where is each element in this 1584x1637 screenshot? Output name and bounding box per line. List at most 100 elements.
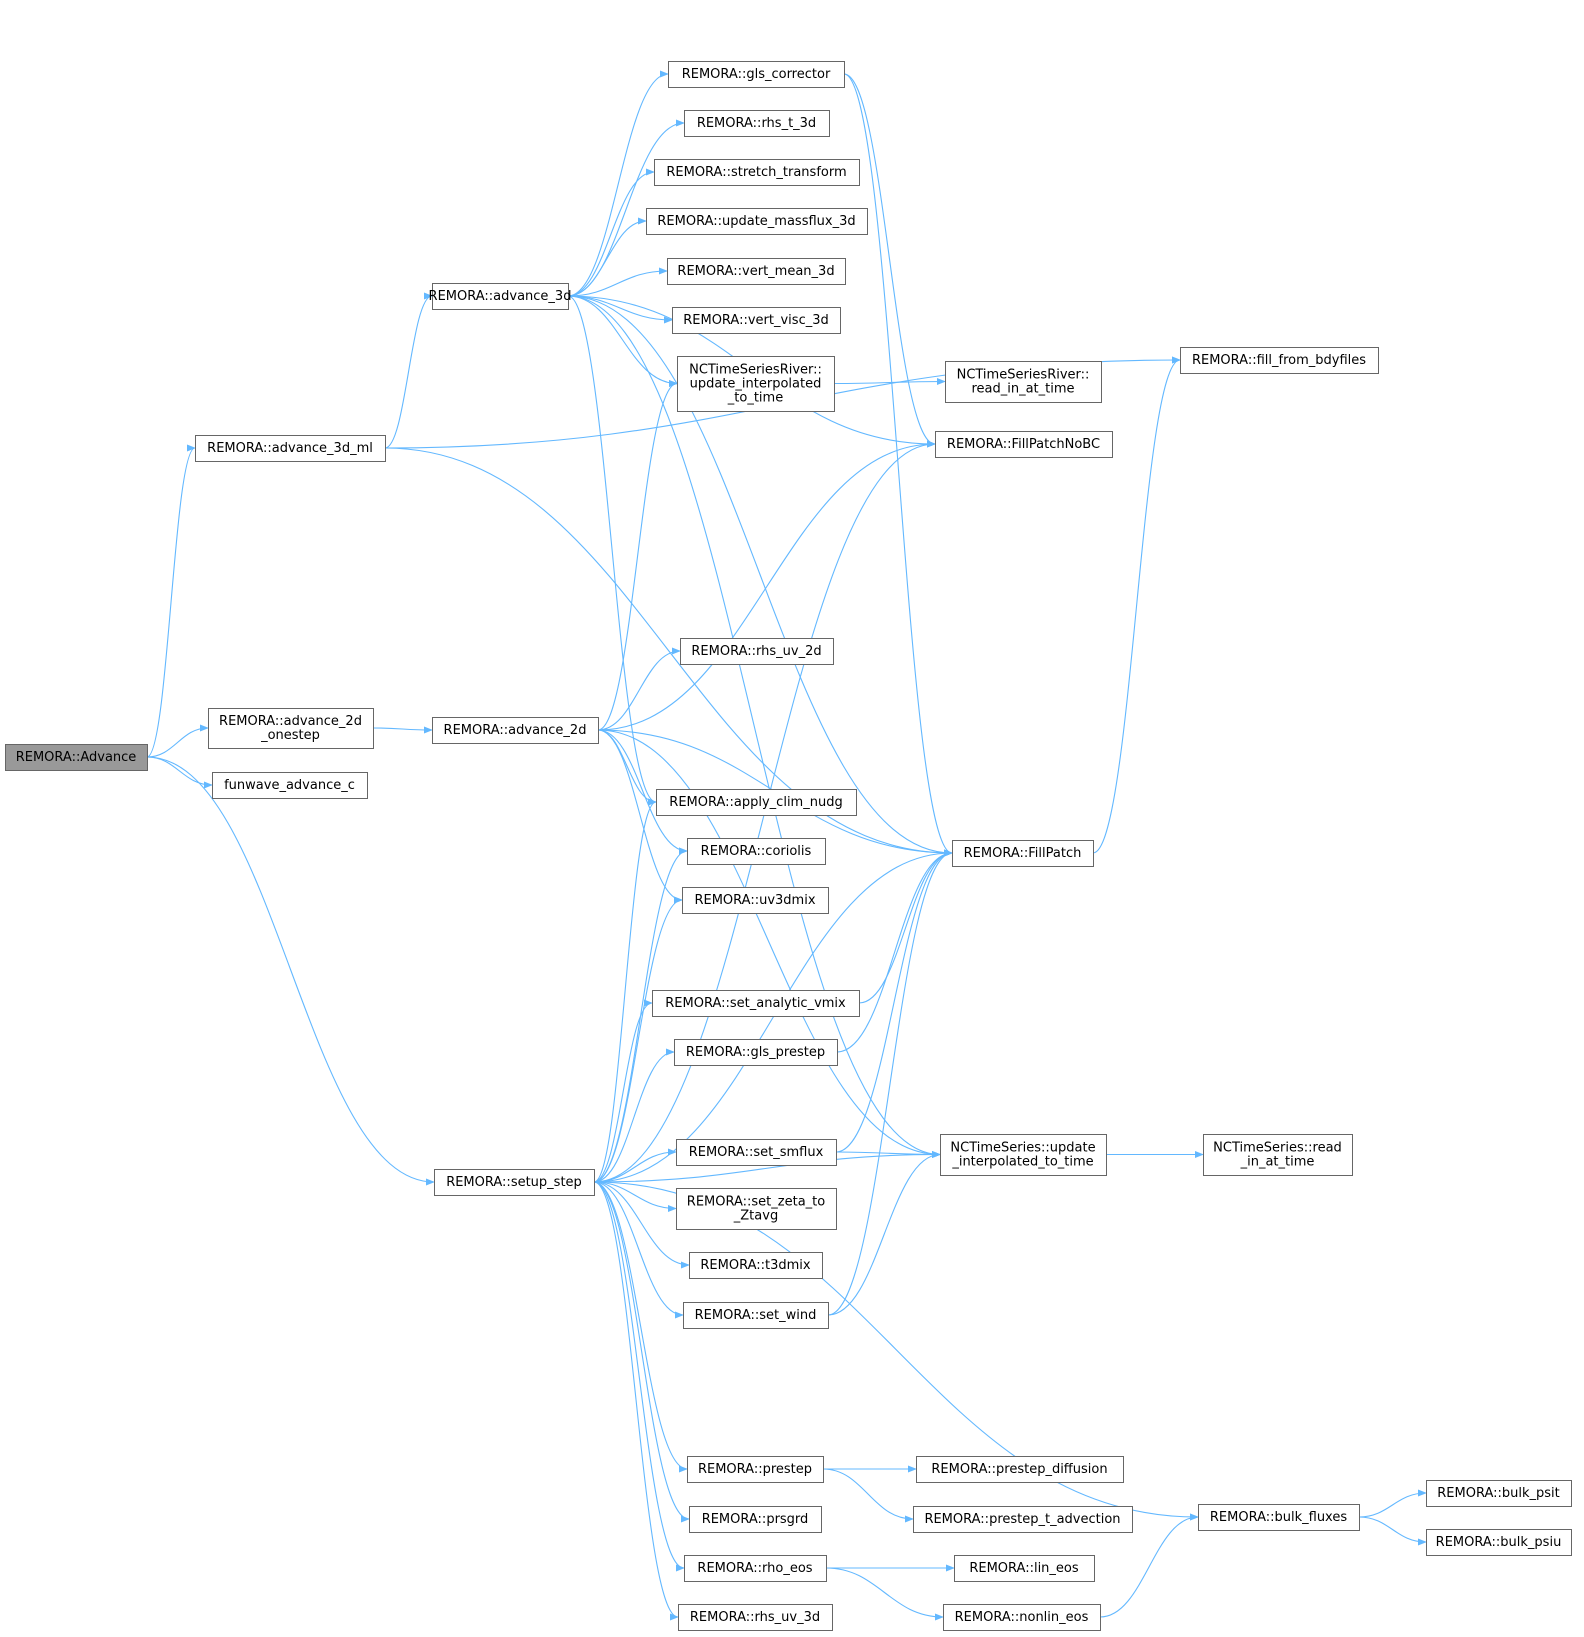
edge-advance_3d-to-gls_corrector [567, 70, 669, 297]
node-label: REMORA::bulk_psiu [1436, 1535, 1562, 1550]
node-coriolis[interactable]: REMORA::coriolis [687, 838, 826, 865]
node-box [1198, 1504, 1360, 1531]
node-bulk_psiu[interactable]: REMORA::bulk_psiu [1426, 1529, 1572, 1556]
edge-setup_step-to-t3dmix [593, 1181, 690, 1269]
edge-advance_3d_ml-to-fillpatch [384, 447, 953, 857]
node-gls_prestep[interactable]: REMORA::gls_prestep [674, 1039, 838, 1066]
node-label: REMORA::bulk_fluxes [1210, 1510, 1347, 1525]
node-setup_step[interactable]: REMORA::setup_step [434, 1169, 595, 1196]
node-box [654, 159, 860, 186]
node-box [676, 1188, 837, 1230]
edge-advance_2d-to-uv3dmix [597, 729, 683, 904]
node-ncriver_update[interactable]: NCTimeSeriesRiver::update_interpolated_t… [677, 356, 835, 412]
node-label: REMORA::rhs_uv_2d [691, 644, 821, 659]
node-advance_2d[interactable]: REMORA::advance_2d [432, 717, 599, 744]
edge-setup_step-to-fillpatch [593, 849, 953, 1183]
edge-nonlin_eos-to-bulk_fluxes [1099, 1513, 1199, 1618]
node-apply_clim_nudg[interactable]: REMORA::apply_clim_nudg [656, 789, 857, 816]
node-fill_from_bdyfiles[interactable]: REMORA::fill_from_bdyfiles [1180, 347, 1379, 374]
node-label: REMORA::stretch_transform [666, 165, 846, 180]
node-vert_visc_3d[interactable]: REMORA::vert_visc_3d [672, 307, 841, 334]
node-rhs_uv_2d[interactable]: REMORA::rhs_uv_2d [680, 638, 834, 665]
node-lin_eos[interactable]: REMORA::lin_eos [954, 1555, 1095, 1582]
edge-gls_corrector-to-fillpatch [843, 73, 953, 857]
node-box [646, 208, 868, 235]
node-box [678, 1604, 833, 1631]
node-label: _Ztavg [733, 1209, 778, 1224]
node-label: REMORA::set_smflux [689, 1145, 824, 1160]
node-t3dmix[interactable]: REMORA::t3dmix [689, 1252, 823, 1279]
edge-set_smflux-to-nc_update [835, 1150, 941, 1159]
node-label: REMORA::FillPatch [964, 846, 1082, 861]
node-label: _onestep [260, 728, 320, 743]
node-advance_2d_onestep[interactable]: REMORA::advance_2d_onestep [208, 708, 374, 749]
node-label: REMORA::rhs_uv_3d [690, 1610, 820, 1625]
node-label: REMORA::coriolis [701, 844, 812, 859]
node-nonlin_eos[interactable]: REMORA::nonlin_eos [943, 1604, 1101, 1631]
node-label: NCTimeSeries::read [1213, 1141, 1342, 1156]
node-ncriver_read[interactable]: NCTimeSeriesRiver::read_in_at_time [945, 361, 1102, 403]
node-box [212, 772, 368, 799]
node-label: REMORA::advance_3d_ml [207, 441, 373, 456]
edge-gls_corrector-to-fillpatchnobc [843, 73, 936, 448]
node-advance_3d_ml[interactable]: REMORA::advance_3d_ml [195, 435, 386, 462]
node-set_wind[interactable]: REMORA::set_wind [683, 1302, 829, 1329]
node-prsgrd[interactable]: REMORA::prsgrd [689, 1506, 822, 1533]
node-vert_mean_3d[interactable]: REMORA::vert_mean_3d [667, 258, 846, 285]
edge-advance_2d-to-fillpatchnobc [597, 440, 936, 731]
node-box [687, 838, 826, 865]
edge-advance_2d-to-nc_update [597, 729, 941, 1159]
edge-set_analytic_vmix-to-fillpatch [858, 849, 953, 1004]
node-label: REMORA::advance_3d [429, 289, 572, 304]
node-label: REMORA::set_wind [695, 1308, 817, 1323]
node-box [676, 1139, 837, 1166]
node-box [680, 638, 834, 665]
edge-prestep-to-prestep_t_advection [822, 1468, 914, 1523]
node-label: REMORA::vert_visc_3d [683, 313, 829, 328]
node-advance_3d[interactable]: REMORA::advance_3d [429, 283, 572, 310]
edge-ncriver_update-to-ncriver_read [833, 377, 946, 386]
node-update_massflux_3d[interactable]: REMORA::update_massflux_3d [646, 208, 868, 235]
node-label: funwave_advance_c [224, 778, 355, 793]
edge-setup_step-to-prestep [593, 1181, 688, 1473]
node-gls_corrector[interactable]: REMORA::gls_corrector [668, 61, 845, 88]
node-fillpatch[interactable]: REMORA::FillPatch [952, 840, 1094, 867]
edge-set_smflux-to-fillpatch [835, 849, 953, 1153]
node-box [689, 1506, 822, 1533]
edge-advance_2d_onestep-to-advance_2d [372, 726, 433, 734]
edge-advance-to-advance_3d_ml [146, 444, 196, 758]
node-prestep_t_advection[interactable]: REMORA::prestep_t_advection [913, 1506, 1133, 1533]
node-set_analytic_vmix[interactable]: REMORA::set_analytic_vmix [652, 990, 860, 1017]
edge-advance_3d-to-ncriver_update [567, 295, 678, 388]
node-bulk_fluxes[interactable]: REMORA::bulk_fluxes [1198, 1504, 1360, 1531]
node-advance[interactable]: REMORA::Advance [5, 744, 148, 771]
node-set_zeta_to_ztavg[interactable]: REMORA::set_zeta_to_Ztavg [676, 1188, 837, 1230]
edge-setup_step-to-set_wind [593, 1181, 684, 1319]
node-nc_update[interactable]: NCTimeSeries::update_interpolated_to_tim… [940, 1134, 1107, 1176]
edge-rho_eos-to-nonlin_eos [825, 1567, 944, 1621]
node-box [940, 1134, 1107, 1176]
node-funwave[interactable]: funwave_advance_c [212, 772, 368, 799]
edge-setup_step-to-prsgrd [593, 1181, 690, 1523]
node-rho_eos[interactable]: REMORA::rho_eos [684, 1555, 827, 1582]
node-stretch_transform[interactable]: REMORA::stretch_transform [654, 159, 860, 186]
node-box [1180, 347, 1379, 374]
node-set_smflux[interactable]: REMORA::set_smflux [676, 1139, 837, 1166]
node-box [434, 1169, 595, 1196]
node-rhs_t_3d[interactable]: REMORA::rhs_t_3d [684, 110, 830, 137]
node-bulk_psit[interactable]: REMORA::bulk_psit [1426, 1480, 1572, 1507]
node-label: REMORA::prestep_t_advection [924, 1512, 1120, 1527]
node-box [668, 61, 845, 88]
edge-advance_3d-to-nc_update [567, 295, 941, 1159]
node-fillpatchnobc[interactable]: REMORA::FillPatchNoBC [935, 431, 1113, 458]
node-prestep[interactable]: REMORA::prestep [687, 1456, 824, 1483]
node-label: REMORA::rho_eos [697, 1561, 812, 1576]
node-label: REMORA::update_massflux_3d [657, 214, 855, 229]
node-nc_read[interactable]: NCTimeSeries::read_in_at_time [1203, 1134, 1353, 1176]
edge-advance_2d-to-coriolis [597, 729, 688, 855]
node-prestep_diffusion[interactable]: REMORA::prestep_diffusion [916, 1456, 1124, 1483]
node-uv3dmix[interactable]: REMORA::uv3dmix [682, 887, 829, 914]
node-label: REMORA::uv3dmix [694, 893, 815, 908]
node-rhs_uv_3d[interactable]: REMORA::rhs_uv_3d [678, 1604, 833, 1631]
